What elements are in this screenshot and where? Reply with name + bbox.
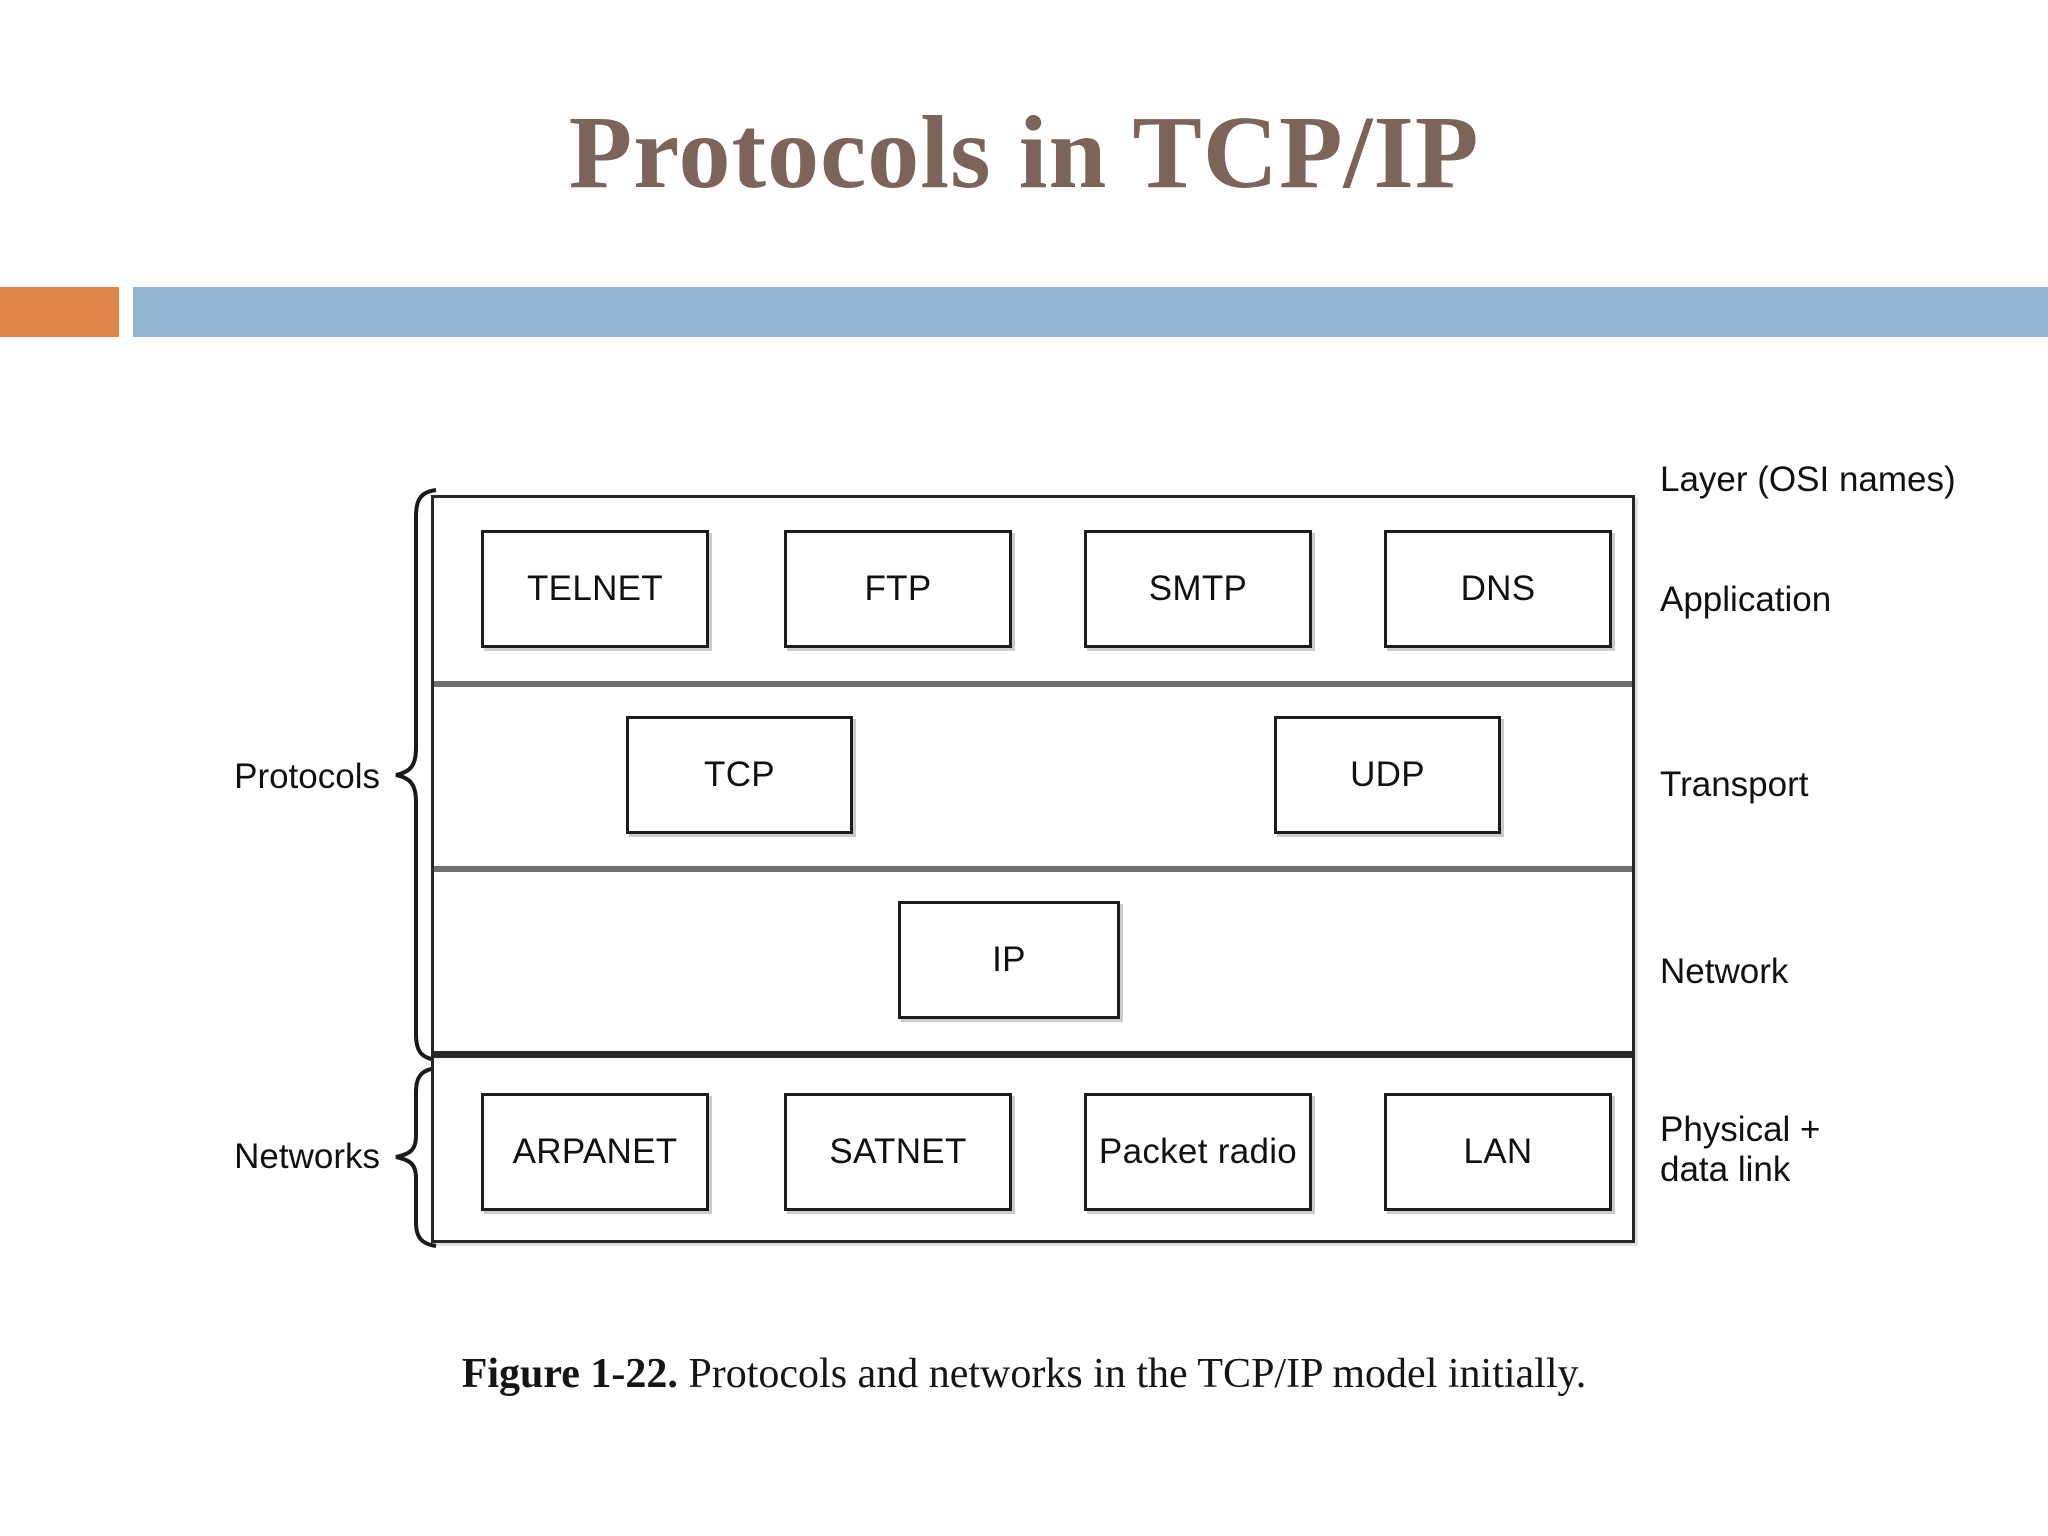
- network-box-label: Packet radio: [1098, 1132, 1298, 1172]
- protocol-box-label: TELNET: [527, 569, 663, 609]
- protocol-box-label: UDP: [1350, 755, 1425, 795]
- figure-caption-number: Figure 1-22.: [461, 1351, 678, 1397]
- protocol-box-udp[interactable]: UDP: [1274, 716, 1501, 834]
- network-box-label: LAN: [1463, 1132, 1533, 1172]
- group-label-protocols: Protocols: [234, 757, 380, 796]
- protocol-box-label: IP: [992, 940, 1026, 980]
- figure-caption-text: Protocols and networks in the TCP/IP mod…: [688, 1351, 1587, 1397]
- protocol-box-label: TCP: [704, 755, 775, 795]
- layer-name-network: Network: [1660, 952, 1789, 991]
- protocol-box-label: FTP: [864, 569, 932, 609]
- network-box-label: ARPANET: [512, 1132, 678, 1172]
- protocol-stack-container: TELNET FTP SMTP DNS TCP UDP IP ARPANET S…: [431, 495, 1635, 1243]
- protocol-box-ftp[interactable]: FTP: [784, 530, 1012, 648]
- divider-transport-network: [434, 866, 1632, 872]
- figure-caption: Figure 1-22. Protocols and networks in t…: [0, 1350, 2048, 1398]
- network-box-satnet[interactable]: SATNET: [784, 1093, 1012, 1211]
- protocol-box-label: DNS: [1460, 569, 1536, 609]
- protocol-box-dns[interactable]: DNS: [1384, 530, 1612, 648]
- layer-name-physical-datalink: Physical + data link: [1660, 1110, 1821, 1190]
- network-box-arpanet[interactable]: ARPANET: [481, 1093, 709, 1211]
- accent-bar-blue: [133, 287, 2048, 337]
- protocol-box-smtp[interactable]: SMTP: [1084, 530, 1312, 648]
- network-box-label: SATNET: [829, 1132, 967, 1172]
- osi-names-header: Layer (OSI names): [1660, 460, 1956, 499]
- accent-bar-orange: [0, 287, 119, 337]
- networks-brace: [395, 1066, 437, 1248]
- protocol-box-tcp[interactable]: TCP: [626, 716, 853, 834]
- protocol-box-label: SMTP: [1148, 569, 1248, 609]
- protocol-box-ip[interactable]: IP: [898, 901, 1120, 1019]
- layer-name-application: Application: [1660, 580, 1832, 619]
- layer-name-transport: Transport: [1660, 765, 1809, 804]
- network-box-lan[interactable]: LAN: [1384, 1093, 1612, 1211]
- protocol-box-telnet[interactable]: TELNET: [481, 530, 709, 648]
- page-title: Protocols in TCP/IP: [568, 95, 1480, 210]
- divider-application-transport: [434, 681, 1632, 687]
- network-box-packet-radio[interactable]: Packet radio: [1084, 1093, 1312, 1211]
- group-label-networks: Networks: [234, 1137, 380, 1176]
- divider-network-physical: [434, 1051, 1632, 1058]
- protocols-brace: [395, 488, 437, 1062]
